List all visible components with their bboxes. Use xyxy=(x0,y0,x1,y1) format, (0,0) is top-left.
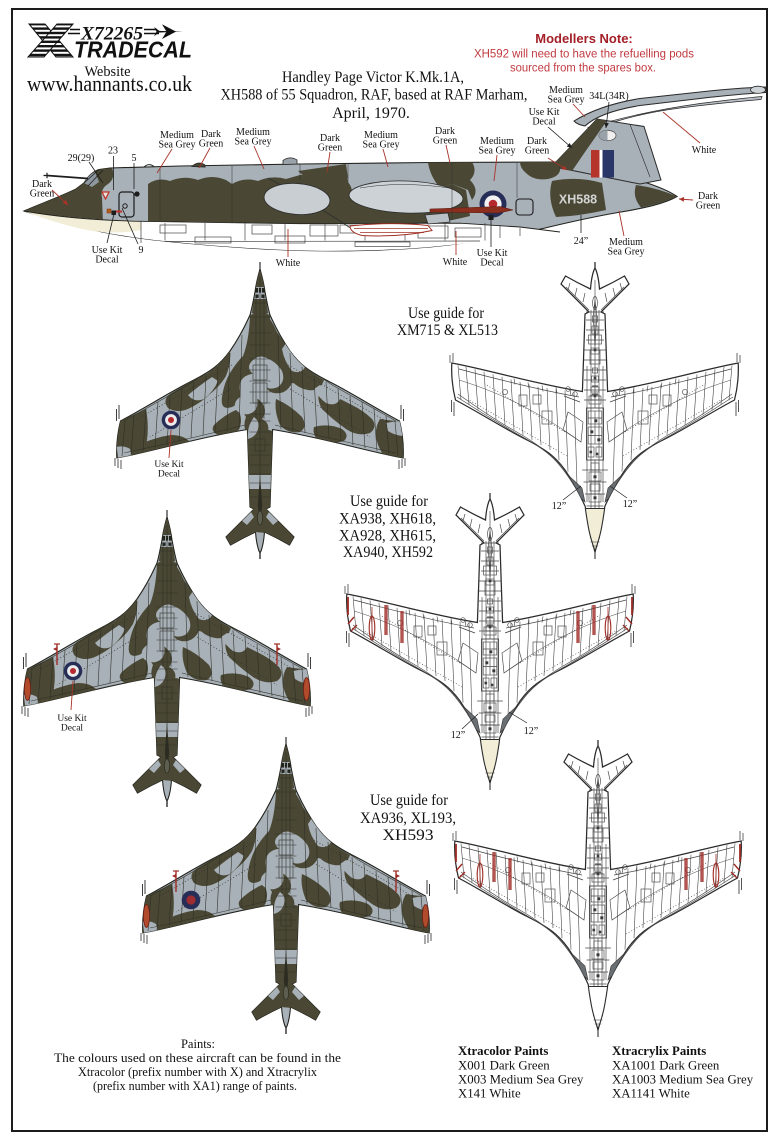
svg-text:Medium: Medium xyxy=(480,136,514,147)
svg-text:XH593: XH593 xyxy=(383,827,434,844)
svg-text:Dark: Dark xyxy=(201,129,221,140)
svg-text:Sea Grey: Sea Grey xyxy=(608,247,645,258)
svg-text:Sea Grey: Sea Grey xyxy=(363,140,400,151)
svg-text:Sea Grey: Sea Grey xyxy=(548,95,585,106)
svg-text:5: 5 xyxy=(132,153,137,164)
svg-text:Use guide for: Use guide for xyxy=(350,493,429,510)
svg-text:Green: Green xyxy=(318,143,342,154)
svg-text:White: White xyxy=(443,257,468,268)
svg-text:X001 Dark Green: X001 Dark Green xyxy=(458,1059,550,1073)
svg-text:XA938, XH618,: XA938, XH618, xyxy=(339,511,436,528)
svg-text:Dark: Dark xyxy=(32,179,52,190)
svg-text:XA928, XH615,: XA928, XH615, xyxy=(339,528,436,545)
svg-text:Dark: Dark xyxy=(320,133,340,144)
svg-text:XA940, XH592: XA940, XH592 xyxy=(343,544,433,561)
svg-text:23: 23 xyxy=(108,146,118,157)
svg-text:12”: 12” xyxy=(552,501,566,512)
svg-text:XA1001 Dark Green: XA1001 Dark Green xyxy=(612,1059,720,1073)
svg-text:Decal: Decal xyxy=(61,724,84,734)
svg-text:X141 White: X141 White xyxy=(458,1087,521,1101)
svg-text:Medium: Medium xyxy=(609,237,643,248)
svg-text:Green: Green xyxy=(199,139,223,150)
svg-text:Dark: Dark xyxy=(435,126,455,137)
svg-text:Dark: Dark xyxy=(698,191,718,202)
svg-text:Medium: Medium xyxy=(160,130,194,141)
svg-text:Medium: Medium xyxy=(364,130,398,141)
svg-text:Green: Green xyxy=(696,201,720,212)
svg-text:12”: 12” xyxy=(623,499,637,510)
svg-text:sourced from the spares box.: sourced from the spares box. xyxy=(510,61,656,75)
svg-text:Decal: Decal xyxy=(532,117,556,128)
svg-text:Use Kit: Use Kit xyxy=(529,107,560,118)
svg-text:Green: Green xyxy=(30,189,54,200)
svg-text:Green: Green xyxy=(525,146,549,157)
svg-text:Use Kit: Use Kit xyxy=(477,248,508,259)
svg-text:Medium: Medium xyxy=(236,127,270,138)
svg-text:Website: Website xyxy=(85,64,131,80)
svg-text:Xtracolor (prefix number with: Xtracolor (prefix number with X) and Xtr… xyxy=(78,1065,318,1079)
svg-text:April, 1970.: April, 1970. xyxy=(332,105,410,122)
svg-text:XA1003 Medium Sea Grey: XA1003 Medium Sea Grey xyxy=(612,1073,754,1087)
svg-text:Dark: Dark xyxy=(527,136,547,147)
svg-text:24”: 24” xyxy=(574,236,588,247)
svg-text:Modellers Note:: Modellers Note: xyxy=(535,31,633,46)
svg-text:Decal: Decal xyxy=(158,470,181,480)
svg-text:Decal: Decal xyxy=(95,255,119,266)
svg-text:Xtracolor Paints: Xtracolor Paints xyxy=(458,1044,548,1058)
svg-text:Sea Grey: Sea Grey xyxy=(159,140,196,151)
svg-text:Use guide for: Use guide for xyxy=(370,792,449,809)
svg-text:Use Kit: Use Kit xyxy=(92,245,123,256)
svg-text:(prefix number with XA1) range: (prefix number with XA1) range of paints… xyxy=(93,1079,297,1093)
svg-text:34L(34R): 34L(34R) xyxy=(589,91,628,102)
svg-text:Sea Grey: Sea Grey xyxy=(235,137,272,148)
svg-text:Paints:: Paints: xyxy=(181,1037,215,1051)
svg-text:XH592 will need to have the re: XH592 will need to have the refuelling p… xyxy=(474,47,694,61)
svg-text:Decal: Decal xyxy=(480,258,504,269)
svg-text:X003 Medium Sea Grey: X003 Medium Sea Grey xyxy=(458,1073,584,1087)
svg-text:12”: 12” xyxy=(451,730,465,741)
svg-text:www.hannants.co.uk: www.hannants.co.uk xyxy=(27,71,192,96)
svg-text:9: 9 xyxy=(139,245,144,256)
svg-text:Sea Grey: Sea Grey xyxy=(479,146,516,157)
svg-text:XH588 of 55 Squadron, RAF, bas: XH588 of 55 Squadron, RAF, based at RAF … xyxy=(221,87,528,104)
svg-text:White: White xyxy=(692,145,717,156)
svg-text:Xtracrylix Paints: Xtracrylix Paints xyxy=(612,1044,706,1058)
svg-text:Green: Green xyxy=(433,136,457,147)
svg-text:XA1141 White: XA1141 White xyxy=(612,1087,690,1101)
svg-text:XM715 & XL513: XM715 & XL513 xyxy=(397,322,498,339)
svg-text:TRADECAL: TRADECAL xyxy=(74,37,192,63)
svg-text:X72265: X72265 xyxy=(80,24,144,45)
svg-text:White: White xyxy=(276,258,301,269)
svg-text:Use guide for: Use guide for xyxy=(408,305,485,322)
svg-text:29(29): 29(29) xyxy=(68,153,95,164)
svg-text:Handley Page Victor K.Mk.1A,: Handley Page Victor K.Mk.1A, xyxy=(282,69,464,86)
svg-text:XA936, XL193,: XA936, XL193, xyxy=(360,810,456,827)
svg-text:The colours used on these airc: The colours used on these aircraft can b… xyxy=(54,1051,341,1065)
svg-text:Use Kit: Use Kit xyxy=(57,714,87,724)
svg-text:XH588: XH588 xyxy=(559,193,597,207)
svg-text:Use Kit: Use Kit xyxy=(154,460,184,470)
svg-text:Medium: Medium xyxy=(549,85,583,96)
svg-text:12”: 12” xyxy=(524,726,538,737)
